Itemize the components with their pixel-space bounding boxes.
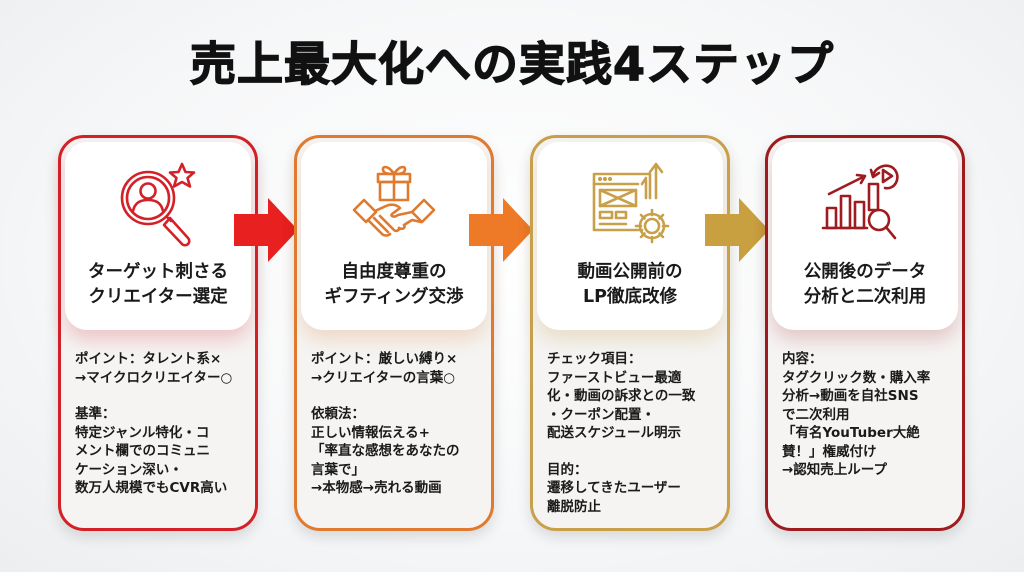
arrow-right-icon [232, 196, 300, 264]
step-text-line: 離脱防止 [547, 498, 601, 515]
step-text-line: ポイント：タレント系× [75, 351, 222, 367]
step-heading: 自由度尊重の ギフティング交渉 [324, 262, 464, 307]
step-text-line: 目的： [547, 461, 588, 478]
step-text-line: →認知売上ループ [782, 462, 888, 478]
step-text-line: 言葉で」 [311, 461, 365, 478]
step-card-header: 動画公開前の LP徹底改修 [537, 142, 723, 330]
magnifier-person-star-icon [108, 158, 208, 254]
step-card-1: ターゲット刺さる クリエイター選定 ポイント：タレント系× →マイクロクリエイタ… [58, 135, 258, 531]
step-section: 内容： タグクリック数・購入率 分析→動画を自社SNS で二次利用 「有名You… [782, 350, 954, 480]
step-text-line: ファーストビュー最適 [547, 369, 682, 386]
step-body: チェック項目： ファーストビュー最適 化・動画の訴求との一致 ・クーポン配置・ … [547, 350, 719, 534]
step-text-line: 基準： [75, 406, 116, 422]
step-section: ポイント：タレント系× →マイクロクリエイター○ [75, 350, 247, 387]
step-text-line: 正しい情報伝える+ [311, 424, 430, 441]
step-text-line: →本物感→売れる動画 [311, 480, 442, 496]
step-text-line: 内容： [782, 351, 823, 367]
step-section: ポイント：厳しい縛り× →クリエイターの言葉○ [311, 350, 483, 387]
gift-handshake-icon [344, 158, 444, 254]
step-section: 基準： 特定ジャンル特化・コ メント欄でのコミュニ ケーション深い・ 数万人規模… [75, 405, 247, 498]
step-section: チェック項目： ファーストビュー最適 化・動画の訴求との一致 ・クーポン配置・ … [547, 350, 719, 443]
step-heading: 動画公開前の LP徹底改修 [577, 262, 683, 307]
step-heading: 公開後のデータ 分析と二次利用 [803, 262, 927, 307]
step-text-line: 配送スケジュール明示 [547, 425, 682, 441]
page-title: 売上最大化への実践4ステップ [189, 36, 834, 91]
step-text-line: 数万人規模でもCVR高い [75, 480, 228, 496]
step-text-line: タグクリック数・購入率 [782, 369, 931, 386]
step-section: 目的： 遷移してきたユーザー 離脱防止 [547, 461, 719, 517]
step-card-2: 自由度尊重の ギフティング交渉 ポイント：厳しい縛り× →クリエイターの言葉○ … [294, 135, 494, 531]
step-card-3: 動画公開前の LP徹底改修 チェック項目： ファーストビュー最適 化・動画の訴求… [530, 135, 730, 531]
step-card-header: 公開後のデータ 分析と二次利用 [772, 142, 958, 330]
step-section: 依頼法： 正しい情報伝える+ 「率直な感想をあなたの 言葉で」 →本物感→売れる… [311, 405, 483, 498]
step-text-line: 「率直な感想をあなたの [311, 443, 460, 459]
step-heading: ターゲット刺さる クリエイター選定 [88, 262, 228, 307]
step-body: ポイント：タレント系× →マイクロクリエイター○ 基準： 特定ジャンル特化・コ … [75, 350, 247, 516]
step-text-line: →マイクロクリエイター○ [75, 369, 233, 386]
analytics-chart-replay-icon [815, 158, 915, 254]
step-body: ポイント：厳しい縛り× →クリエイターの言葉○ 依頼法： 正しい情報伝える+ 「… [311, 350, 483, 516]
step-text-line: 特定ジャンル特化・コ [75, 424, 210, 441]
step-text-line: チェック項目： [547, 351, 642, 367]
step-text-line: 「有名YouTuber大絶 [782, 425, 920, 441]
step-text-line: メント欄でのコミュニ [75, 443, 210, 459]
step-text-line: で二次利用 [782, 406, 850, 423]
step-text-line: 遷移してきたユーザー [547, 480, 681, 496]
step-card-4: 公開後のデータ 分析と二次利用 内容： タグクリック数・購入率 分析→動画を自社… [765, 135, 965, 531]
landing-page-gear-icon [580, 158, 680, 254]
step-card-header: ターゲット刺さる クリエイター選定 [65, 142, 251, 330]
step-text-line: 賛！」権威付け [782, 443, 877, 460]
arrow-right-icon [467, 196, 535, 264]
step-text-line: ケーション深い・ [75, 461, 183, 478]
step-text-line: →クリエイターの言葉○ [311, 369, 456, 386]
step-text-line: ・クーポン配置・ [547, 406, 655, 423]
step-card-header: 自由度尊重の ギフティング交渉 [301, 142, 487, 330]
step-text-line: ポイント：厳しい縛り× [311, 351, 458, 367]
step-text-line: 化・動画の訴求との一致 [547, 388, 696, 404]
step-body: 内容： タグクリック数・購入率 分析→動画を自社SNS で二次利用 「有名You… [782, 350, 954, 498]
step-text-line: 依頼法： [311, 406, 365, 422]
arrow-right-icon [703, 196, 771, 264]
step-text-line: 分析→動画を自社SNS [782, 388, 919, 404]
